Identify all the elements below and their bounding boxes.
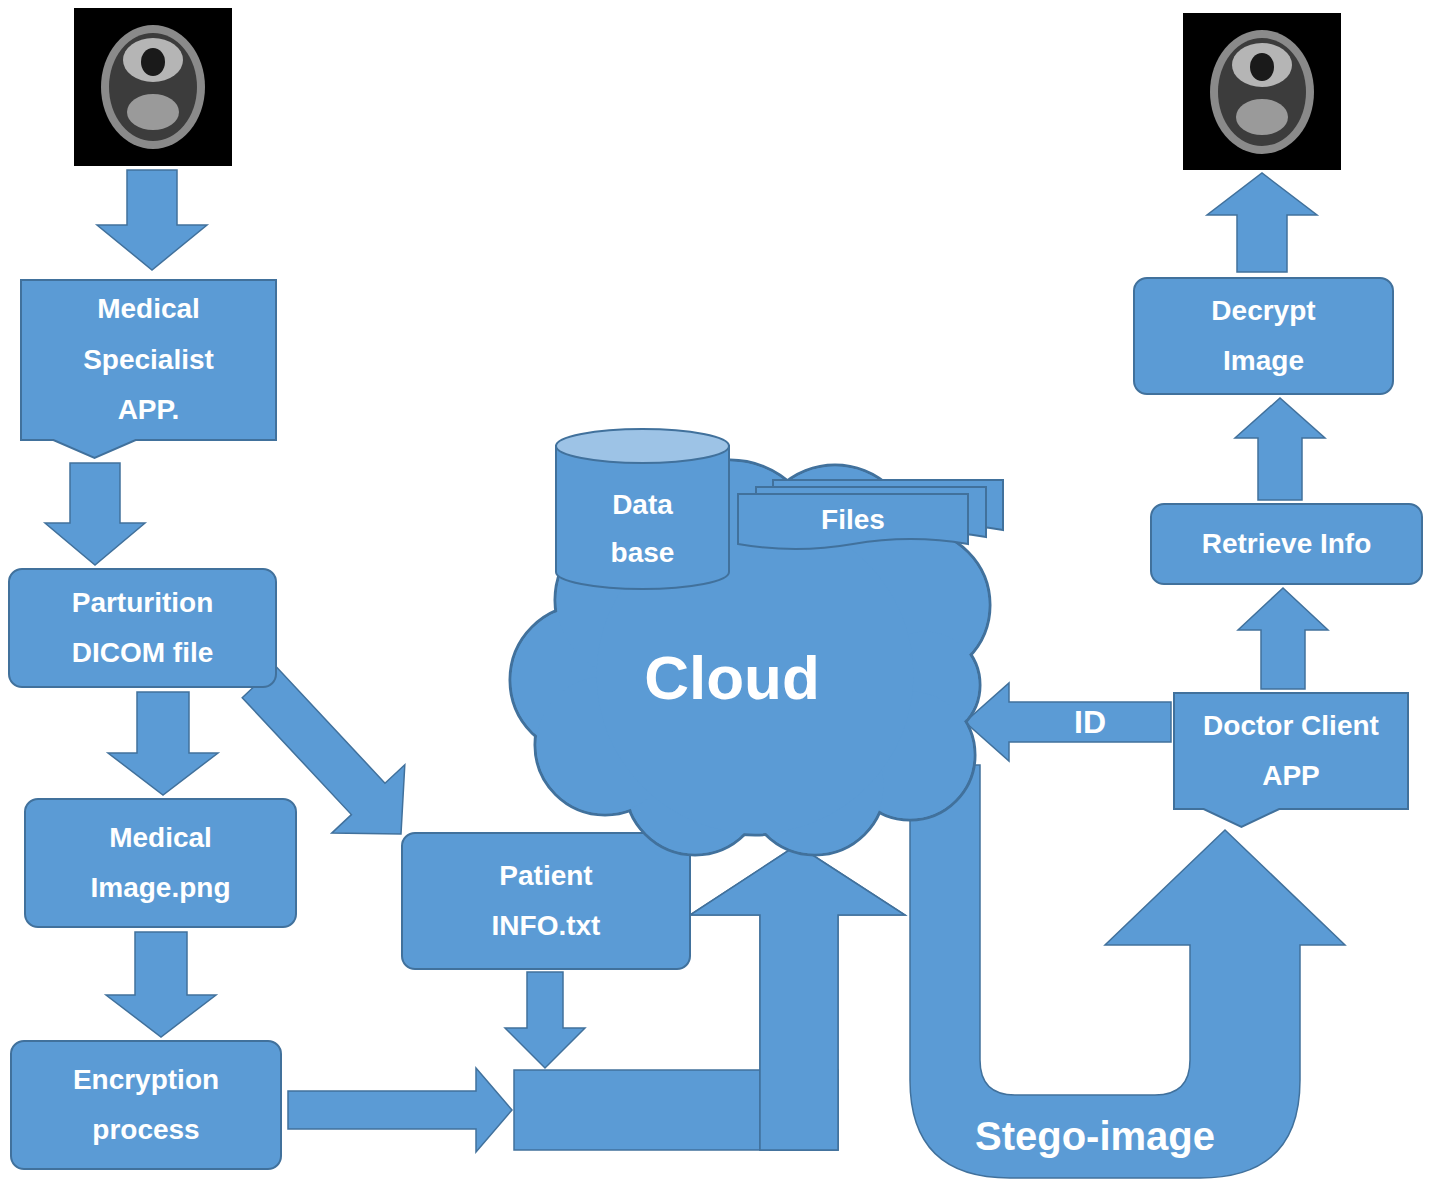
text-area: Medical Specialist APP. xyxy=(20,279,277,441)
head-outline xyxy=(1210,30,1314,154)
app-callout: Doctor Client APP xyxy=(1173,692,1409,828)
block-arrow xyxy=(1238,588,1328,689)
process-box: Encryption process xyxy=(10,1040,282,1170)
block-arrow-shape xyxy=(106,932,216,1037)
block-arrow-shape xyxy=(690,845,905,1150)
process-box: Retrieve Info xyxy=(1150,503,1423,585)
brainstem xyxy=(1236,99,1288,135)
files-stack: Files xyxy=(738,480,1003,552)
block-arrow-shape xyxy=(505,972,585,1068)
process-box: Patient INFO.txt xyxy=(401,832,691,970)
edge-label: Stego-image xyxy=(975,1112,1215,1160)
block-arrow xyxy=(108,692,218,795)
head-inner xyxy=(1218,38,1306,146)
image-ground xyxy=(74,8,232,166)
block-arrow xyxy=(45,463,145,565)
text-area: Patient INFO.txt xyxy=(403,834,689,968)
database-cylinder: Data base xyxy=(555,428,730,590)
text-area: Retrieve Info xyxy=(1152,505,1421,583)
node-label: Doctor Client APP xyxy=(1199,701,1384,802)
process-box: Medical Image.png xyxy=(24,798,297,928)
callout-outline xyxy=(1174,693,1408,827)
block-arrow-shape xyxy=(690,845,905,1150)
jaw xyxy=(1232,43,1292,87)
node-label: Parturition DICOM file xyxy=(38,578,248,679)
text-area: Data base xyxy=(555,468,730,590)
text-area: Parturition DICOM file xyxy=(10,570,275,686)
head-outline xyxy=(101,25,205,149)
app-callout: Medical Specialist APP. xyxy=(20,279,277,459)
block-arrow xyxy=(965,683,1171,761)
block-arrow-shape xyxy=(288,1068,512,1152)
process-box: Decrypt Image xyxy=(1133,277,1394,395)
brainstem xyxy=(127,94,179,130)
document-shape xyxy=(738,494,968,549)
text-area: Cloud xyxy=(582,628,882,728)
cylinder-body xyxy=(556,446,729,589)
edge-label: ID xyxy=(1074,703,1106,741)
cloud-shape: Cloud Data base Files xyxy=(495,435,1005,875)
node-label: Patient INFO.txt xyxy=(461,851,631,952)
node-label: Files xyxy=(821,500,885,539)
cylinder-top xyxy=(556,429,729,463)
head-inner xyxy=(109,33,197,141)
mri-image xyxy=(74,8,232,166)
node-label: Decrypt Image xyxy=(1189,286,1339,387)
text-area: Files xyxy=(738,494,968,546)
node-label: Data base xyxy=(588,481,698,576)
image-ground xyxy=(1183,13,1341,170)
mri-image xyxy=(1183,13,1341,170)
block-arrow xyxy=(1207,173,1317,272)
u-arrow-shape xyxy=(910,765,1345,1178)
block-arrow xyxy=(106,932,216,1037)
text-area: Encryption process xyxy=(12,1042,280,1168)
node-label: Medical Image.png xyxy=(66,813,256,914)
block-arrow-shape xyxy=(1235,398,1325,500)
block-arrow xyxy=(910,765,1345,1178)
text-area: Medical Image.png xyxy=(26,800,295,926)
block-arrow-shape xyxy=(45,463,145,565)
block-arrow xyxy=(97,170,207,270)
block-arrow-shape xyxy=(108,692,218,795)
text-area: Doctor Client APP xyxy=(1173,692,1409,810)
jaw xyxy=(123,38,183,82)
node-label: Encryption process xyxy=(56,1055,236,1156)
airway xyxy=(141,48,165,76)
airway xyxy=(1250,53,1274,81)
node-label: Cloud xyxy=(644,641,820,715)
node-label: Medical Specialist APP. xyxy=(61,284,236,435)
block-arrow-shape xyxy=(1238,588,1328,689)
process-box: Parturition DICOM file xyxy=(8,568,277,688)
block-arrow xyxy=(1235,398,1325,500)
node-label: Retrieve Info xyxy=(1202,519,1372,569)
callout-outline xyxy=(21,280,276,458)
block-arrow-shape xyxy=(965,683,1171,761)
text-area: Decrypt Image xyxy=(1135,279,1392,393)
